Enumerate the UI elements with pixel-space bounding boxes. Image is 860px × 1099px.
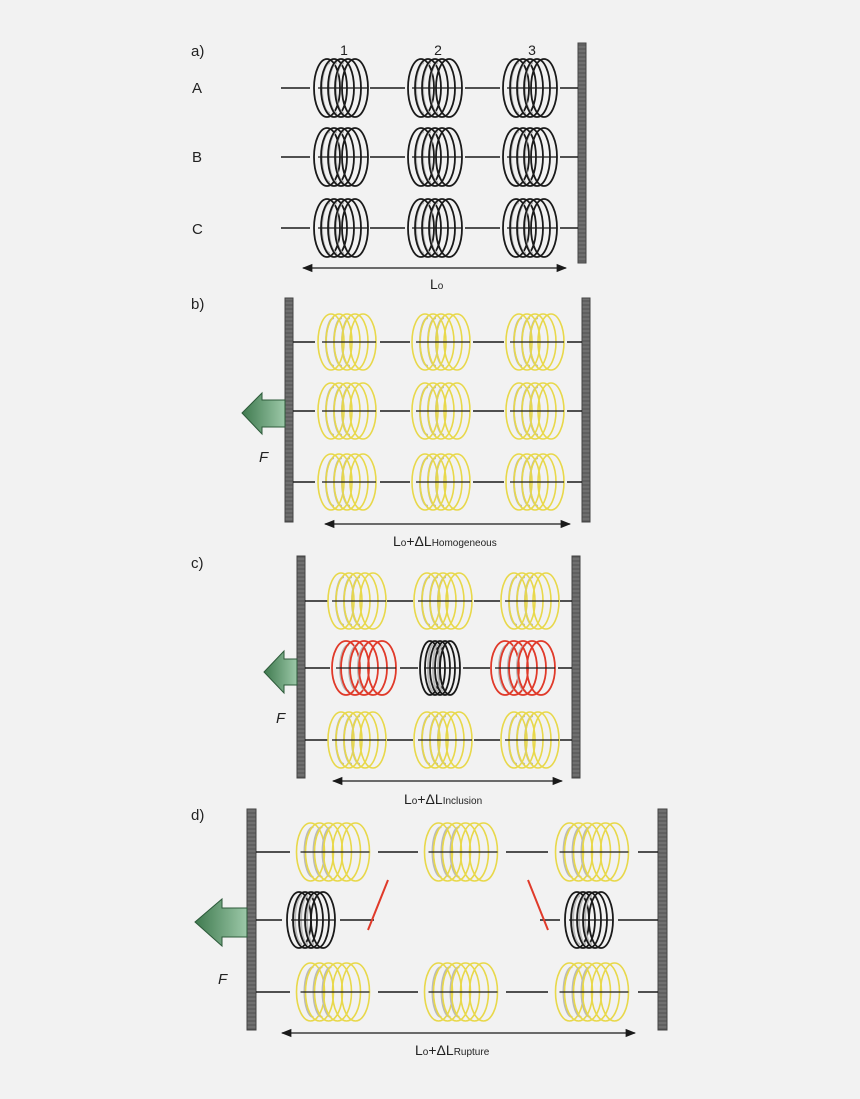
coil-spring-icon xyxy=(317,313,377,371)
force-label-c: F xyxy=(276,710,286,727)
coil-spring-icon xyxy=(505,382,565,440)
wall-right-a xyxy=(577,42,587,264)
column-label-1: 1 xyxy=(340,42,348,58)
panel-label-c: c) xyxy=(191,555,204,572)
force-arrow-icon xyxy=(263,649,298,695)
coil-spring-icon xyxy=(295,822,371,882)
springs-d xyxy=(256,822,658,1022)
length-label-c: Lo+ΔLInclusion xyxy=(404,791,482,807)
coil-spring-icon xyxy=(317,382,377,440)
springs-b xyxy=(293,313,582,511)
length-label-d: Lo+ΔLRupture xyxy=(415,1042,490,1058)
springs-c xyxy=(305,572,572,769)
column-label-2: 2 xyxy=(434,42,442,58)
coil-spring-icon xyxy=(411,313,471,371)
coil-spring-icon xyxy=(554,822,630,882)
wall-right-d xyxy=(657,808,668,1031)
coil-spring-icon xyxy=(505,453,565,511)
panel-b: b) F Lo+ΔLHomogeneous xyxy=(191,296,591,549)
coil-spring-icon xyxy=(502,198,558,258)
coil-spring-icon xyxy=(419,640,461,696)
panel-d: d) F Lo+ΔLRupture xyxy=(191,807,668,1058)
coil-spring-icon xyxy=(413,572,473,630)
coil-spring-icon xyxy=(564,891,614,949)
panel-label-a: a) xyxy=(191,43,204,60)
coil-spring-icon xyxy=(313,127,369,187)
rupture-mark-icon xyxy=(367,879,389,931)
panel-label-d: d) xyxy=(191,807,204,824)
coil-spring-icon xyxy=(327,711,387,769)
coil-spring-icon xyxy=(502,127,558,187)
coil-spring-icon xyxy=(411,453,471,511)
force-label-b: F xyxy=(259,449,269,466)
panel-c: c) F Lo+ΔLInclusion xyxy=(191,555,581,807)
force-label-d: F xyxy=(218,971,228,988)
length-label-a: Lo xyxy=(430,276,444,292)
wall-right-b xyxy=(581,297,591,523)
panel-a: a) 1 2 3 A B C Lo xyxy=(191,42,587,292)
coil-spring-icon xyxy=(490,640,556,696)
coil-spring-icon xyxy=(423,822,499,882)
row-label-b: B xyxy=(192,149,202,166)
coil-spring-icon xyxy=(313,58,369,118)
coil-spring-icon xyxy=(423,962,499,1022)
force-arrow-icon xyxy=(241,391,286,436)
springs-a xyxy=(281,58,578,258)
coil-spring-icon xyxy=(413,711,473,769)
coil-spring-icon xyxy=(317,453,377,511)
coil-spring-icon xyxy=(295,962,371,1022)
coil-spring-icon xyxy=(500,572,560,630)
wall-left-d xyxy=(246,808,257,1031)
coil-spring-icon xyxy=(554,962,630,1022)
coil-spring-icon xyxy=(505,313,565,371)
row-label-a: A xyxy=(192,80,202,97)
coil-spring-icon xyxy=(500,711,560,769)
wall-left-c xyxy=(296,555,306,779)
rupture-mark-icon xyxy=(527,879,549,931)
coil-spring-icon xyxy=(407,58,463,118)
coil-spring-icon xyxy=(313,198,369,258)
coil-spring-icon xyxy=(286,891,336,949)
coil-spring-icon xyxy=(502,58,558,118)
coil-spring-icon xyxy=(407,127,463,187)
panel-label-b: b) xyxy=(191,296,204,313)
coil-spring-icon xyxy=(407,198,463,258)
wall-left-b xyxy=(284,297,294,523)
coil-spring-icon xyxy=(411,382,471,440)
coil-spring-icon xyxy=(331,640,397,696)
row-label-c: C xyxy=(192,221,203,238)
length-label-b: Lo+ΔLHomogeneous xyxy=(393,533,497,549)
wall-right-c xyxy=(571,555,581,779)
column-label-3: 3 xyxy=(528,42,536,58)
coil-spring-icon xyxy=(327,572,387,630)
force-arrow-icon xyxy=(194,897,248,948)
